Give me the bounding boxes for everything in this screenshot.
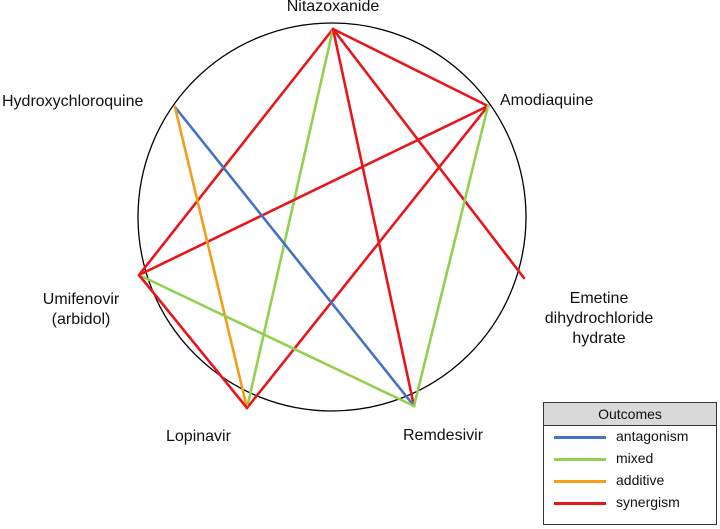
legend-label-mixed: mixed — [616, 450, 654, 466]
legend-label-antagonism: antagonism — [616, 428, 689, 444]
node-label-lopinavir: Lopinavir — [166, 428, 231, 445]
node-label-remdesivir: Remdesivir — [403, 427, 484, 444]
legend-item-additive: additive — [554, 470, 716, 492]
node-label-umifenovir: Umifenovir (arbidol) — [26, 290, 136, 330]
legend-item-mixed: mixed — [554, 448, 716, 470]
legend-swatch-antagonism — [554, 436, 606, 439]
emetine-line-2: dihydrochloride — [544, 310, 654, 327]
legend-swatch-additive — [554, 480, 606, 483]
edge-amodiaquine-remdesivir — [412, 104, 490, 408]
edge-nitazoxanide-lopinavir — [245, 27, 335, 410]
outline-circle — [137, 22, 527, 412]
legend-item-synergism: synergism — [554, 492, 716, 514]
umifenovir-line-2: (arbidol) — [51, 311, 111, 328]
edges — [137, 27, 526, 410]
emetine-line-1: Emetine — [569, 290, 629, 307]
edge-nitazoxanide-amodiaquine — [331, 27, 490, 108]
edge-nitazoxanide-umifenovir — [137, 27, 335, 277]
emetine-line-3: hydrate — [572, 330, 626, 347]
node-label-nitazoxanide: Nitazoxanide — [286, 0, 380, 15]
edge-umifenovir-remdesivir — [137, 273, 416, 408]
node-label-amodiaquine: Amodiaquine — [500, 92, 594, 109]
legend-swatch-mixed — [554, 458, 606, 461]
node-label-hydroxychloroquine: Hydroxychloroquine — [2, 93, 144, 110]
edge-nitazoxanide-remdesivir — [331, 27, 416, 408]
legend-label-synergism: synergism — [616, 494, 680, 510]
edge-umifenovir-lopinavir — [137, 273, 249, 410]
edge-hydroxychloroquine-remdesivir — [173, 105, 416, 408]
edge-amodiaquine-umifenovir — [137, 104, 490, 277]
legend-item-antagonism: antagonism — [554, 426, 716, 448]
umifenovir-line-1: Umifenovir — [42, 291, 120, 308]
legend: Outcomes antagonism mixed additive syner… — [543, 402, 717, 525]
node-label-emetine: Emetine dihydrochloride hydrate — [533, 289, 665, 349]
legend-label-additive: additive — [616, 472, 665, 488]
legend-swatch-synergism — [554, 502, 606, 505]
edge-amodiaquine-lopinavir — [245, 104, 490, 410]
edge-nitazoxanide-emetine — [331, 27, 526, 280]
edge-hydroxychloroquine-lopinavir — [173, 105, 249, 410]
legend-title: Outcomes — [544, 403, 716, 426]
